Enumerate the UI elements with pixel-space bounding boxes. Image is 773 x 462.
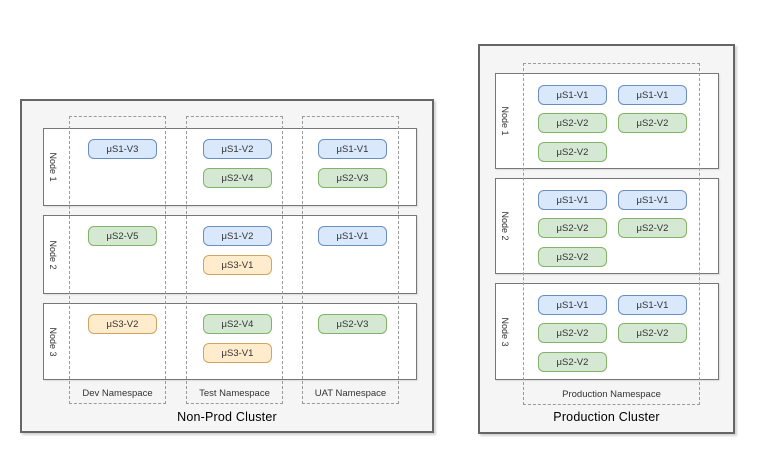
namespace-label: Test Namespace [199,388,270,399]
namespace-box: Test Namespace [186,116,283,404]
pod: μS2-V4 [203,314,272,334]
pod: μS2-V2 [538,113,607,133]
namespace-box: Dev Namespace [69,116,166,404]
pod: μS2-V5 [88,226,157,246]
pod: μS2-V2 [538,142,607,162]
node-label: Node 2 [48,239,58,270]
cluster-title: Production Cluster [553,410,660,424]
node-box: Node 3 μS3-V2 μS2-V4 μS3-V1 μS2-V3 [43,303,417,380]
node-box: Node 1 μS1-V1 μS1-V1 μS2-V2 μS2-V2 μS2-V2 [495,73,719,169]
pod: μS1-V1 [618,190,687,210]
pod: μS2-V2 [538,352,607,372]
node-label: Node 1 [48,152,58,182]
pod: μS1-V1 [538,295,607,315]
pod: μS2-V2 [538,323,607,343]
pod: μS2-V2 [538,218,607,238]
pod: μS2-V3 [318,168,387,188]
namespace-box: Production Namespace [523,63,700,405]
pod: μS3-V2 [88,314,157,334]
pod: μS1-V2 [203,226,272,246]
node-box: Node 1 μS1-V3 μS1-V2 μS2-V4 μS1-V1 μS2-V3 [43,128,417,206]
node-label: Node 2 [500,211,510,241]
pod: μS1-V1 [318,226,387,246]
pod: μS2-V3 [318,314,387,334]
pod: μS2-V2 [618,218,687,238]
cluster-title: Non-Prod Cluster [177,410,277,424]
node-label: Node 1 [500,106,510,136]
node-label: Node 3 [500,316,510,347]
node-box: Node 3 μS1-V1 μS1-V1 μS2-V2 μS2-V2 μS2-V2 [495,283,719,380]
pod: μS1-V3 [88,139,157,159]
pod: μS1-V1 [618,295,687,315]
namespace-label: Production Namespace [562,389,661,400]
node-label: Node 3 [48,326,58,357]
pod: μS1-V1 [538,85,607,105]
node-box: Node 2 μS2-V5 μS1-V2 μS3-V1 μS1-V1 [43,215,417,294]
pod: μS2-V2 [538,247,607,267]
pod: μS3-V1 [203,343,272,363]
node-box: Node 2 μS1-V1 μS1-V1 μS2-V2 μS2-V2 μS2-V2 [495,178,719,274]
namespace-label: Dev Namespace [82,388,153,399]
pod: μS3-V1 [203,255,272,275]
pod: μS1-V1 [538,190,607,210]
pod: μS2-V4 [203,168,272,188]
pod: μS2-V2 [618,323,687,343]
pod: μS1-V1 [318,139,387,159]
pod: μS2-V2 [618,113,687,133]
namespace-label: UAT Namespace [314,388,387,399]
namespace-box: UAT Namespace [302,116,399,404]
pod: μS1-V1 [618,85,687,105]
pod: μS1-V2 [203,139,272,159]
